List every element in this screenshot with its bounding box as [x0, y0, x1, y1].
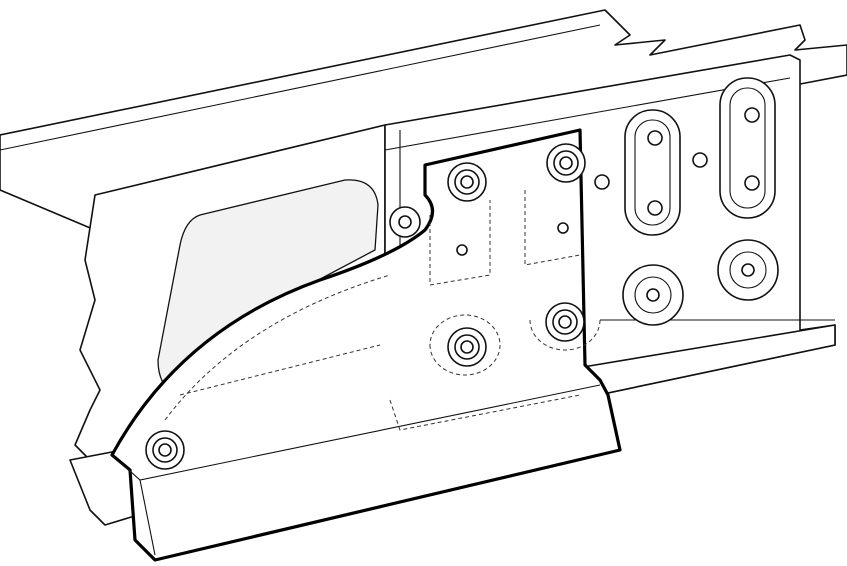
bracket-flange-edge — [111, 384, 601, 556]
bolt-nut — [145, 430, 185, 470]
hidden-lines — [164, 190, 581, 431]
slot-hole-2 — [719, 77, 776, 219]
round-hole-1 — [622, 264, 684, 326]
bolt-nut — [447, 162, 487, 202]
hidden-washer — [429, 314, 601, 376]
bolt-nut — [447, 327, 487, 367]
bolt-nut — [389, 206, 421, 238]
small-hole — [456, 244, 468, 256]
bolt-nut — [545, 302, 585, 342]
slot-hole-1 — [624, 109, 681, 236]
bolt-nut — [546, 143, 586, 183]
small-hole — [557, 222, 569, 234]
small-hole — [692, 152, 708, 168]
small-hole — [594, 174, 610, 190]
round-hole-2 — [717, 239, 779, 301]
